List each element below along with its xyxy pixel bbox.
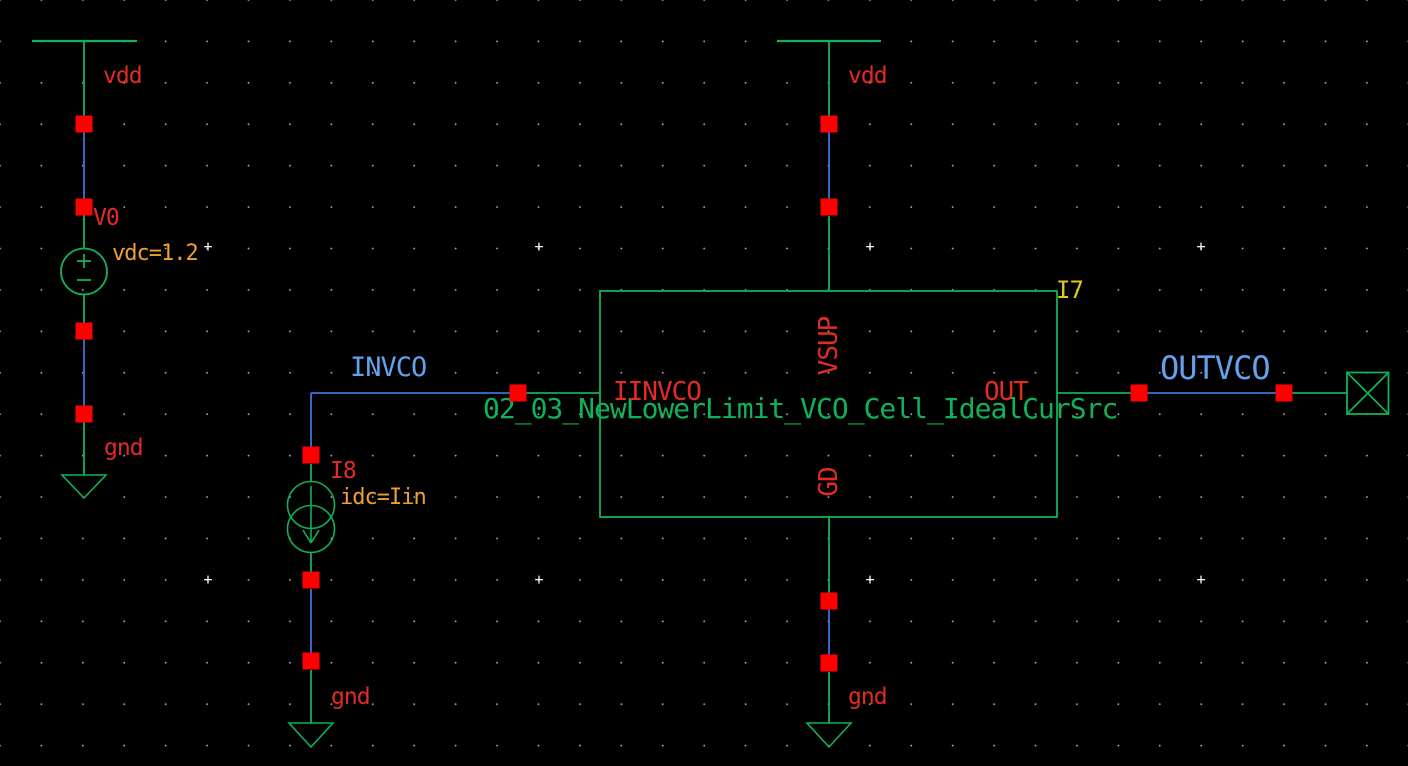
instance-label-i8: I8 <box>330 458 357 484</box>
connection-pin[interactable] <box>75 115 93 133</box>
gnd-symbol[interactable] <box>805 722 853 749</box>
connection-pin[interactable] <box>820 654 838 672</box>
net-label-vdd: vdd <box>103 63 143 89</box>
net-label-outvco: OUTVCO <box>1160 349 1271 387</box>
net-label-gnd: gnd <box>104 435 144 461</box>
instance-label-v0: V0 <box>93 205 120 231</box>
connection-pin[interactable] <box>1130 384 1148 402</box>
cell-name-label: 02_03_NewLowerLimit_VCO_Cell_IdealCurSrc <box>483 392 1118 425</box>
connection-pin[interactable] <box>820 592 838 610</box>
arrow-head <box>310 529 320 544</box>
net-label-gnd: gnd <box>848 684 888 710</box>
port-box <box>1346 371 1390 415</box>
connection-pin[interactable] <box>75 405 93 423</box>
output-port-symbol[interactable] <box>1346 371 1390 415</box>
pin-label-iinvco: IINVCO <box>613 377 702 407</box>
grid-plus-marker: + <box>203 570 213 589</box>
net-label-vdd: vdd <box>848 63 888 89</box>
connection-pin[interactable] <box>1275 384 1293 402</box>
connection-pin[interactable] <box>75 198 93 216</box>
grid-plus-marker: + <box>1196 570 1206 589</box>
grid-plus-marker: + <box>865 237 875 256</box>
pin-label-out: OUT <box>984 377 1029 407</box>
gnd-symbol[interactable] <box>287 722 335 749</box>
port-x <box>1346 371 1390 415</box>
arrow-head <box>302 529 312 544</box>
net-label-invco: INVCO <box>350 352 427 383</box>
grid-plus-marker: + <box>865 570 875 589</box>
connection-pin[interactable] <box>302 652 320 670</box>
connection-pin[interactable] <box>820 198 838 216</box>
grid-plus-marker: + <box>534 570 544 589</box>
connection-pin[interactable] <box>75 322 93 340</box>
gnd-symbol[interactable] <box>60 474 108 500</box>
connection-pin[interactable] <box>509 384 527 402</box>
connection-pin[interactable] <box>820 115 838 133</box>
grid-plus-marker: + <box>1196 237 1206 256</box>
instance-label-i7: I7 <box>1056 276 1084 304</box>
connection-pin[interactable] <box>302 446 320 464</box>
grid-plus-marker: + <box>534 237 544 256</box>
connection-pin[interactable] <box>302 571 320 589</box>
param-label-idc: idc=Iin <box>340 485 427 510</box>
net-label-gnd: gnd <box>331 684 371 710</box>
param-label-vdc: vdc=1.2 <box>112 241 199 266</box>
grid-plus-marker: + <box>203 237 213 256</box>
